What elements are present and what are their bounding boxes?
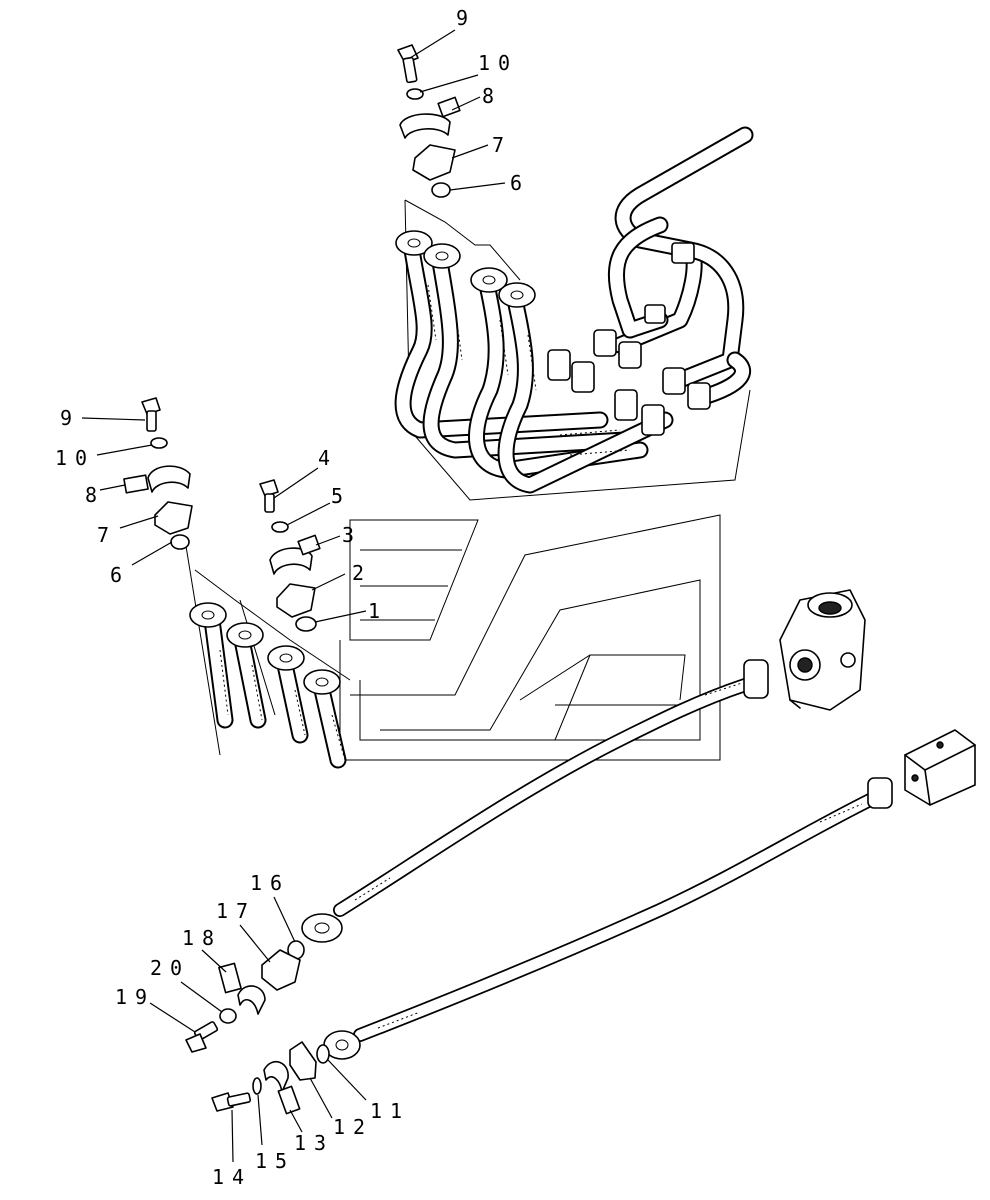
valve-block <box>904 729 976 806</box>
callout-labels: 9 10 8 7 6 9 10 8 7 6 4 5 3 2 1 16 17 18… <box>55 6 530 1189</box>
callout-13: 13 <box>294 1131 334 1155</box>
callout-9-top: 9 <box>456 6 476 30</box>
bolt-9-top <box>397 44 419 84</box>
split-flange-7-left <box>154 501 193 535</box>
callout-19: 19 <box>115 985 155 1009</box>
bolt-9-left <box>141 397 161 432</box>
leader-lines <box>81 29 506 1163</box>
hose-flange-head <box>395 230 536 308</box>
clamp-half-8-top <box>399 96 461 139</box>
callout-10-top: 10 <box>478 51 518 75</box>
callout-7-left: 7 <box>97 523 117 547</box>
split-flange-17 <box>261 949 301 991</box>
washer-5 <box>271 521 289 533</box>
middle-flange-fittings <box>259 479 321 632</box>
bolt-4 <box>259 479 279 513</box>
callout-7-top: 7 <box>492 133 512 157</box>
callout-18: 18 <box>182 926 222 950</box>
callout-12: 12 <box>333 1115 373 1139</box>
o-ring-6-top <box>431 182 451 198</box>
callout-20: 20 <box>150 956 190 980</box>
control-valve-body <box>779 589 866 711</box>
callout-17: 17 <box>216 899 256 923</box>
clamp-half-3 <box>269 534 321 575</box>
bolt-14 <box>211 1092 252 1112</box>
split-flange-12 <box>289 1041 317 1081</box>
bolt-19 <box>185 1021 219 1053</box>
callout-8-top: 8 <box>482 84 502 108</box>
split-flange-2 <box>276 583 316 618</box>
callout-6-top: 6 <box>510 171 530 195</box>
callout-2: 2 <box>352 561 372 585</box>
callout-14: 14 <box>212 1165 252 1189</box>
left-hose-group <box>184 539 351 769</box>
upper-flange-fittings <box>397 44 461 198</box>
callout-5: 5 <box>331 484 351 508</box>
callout-9-left: 9 <box>60 406 80 430</box>
washer-10-top <box>406 88 424 100</box>
washer-20 <box>219 1008 237 1024</box>
callout-3: 3 <box>342 523 362 547</box>
o-ring-11 <box>316 1044 330 1064</box>
callout-6-left: 6 <box>110 563 130 587</box>
o-ring-1 <box>295 616 317 632</box>
washer-10-left <box>150 437 168 449</box>
callout-16: 16 <box>250 871 290 895</box>
callout-10-left: 10 <box>55 446 95 470</box>
lower-fittings-b <box>211 1041 330 1115</box>
callout-15: 15 <box>255 1149 295 1173</box>
callout-1: 1 <box>368 599 388 623</box>
left-flange-fittings <box>123 397 193 550</box>
split-flange-7-top <box>412 144 456 181</box>
callout-4: 4 <box>318 446 338 470</box>
lower-fittings-a <box>185 940 305 1053</box>
washer-15 <box>252 1077 262 1095</box>
lower-long-hoses <box>301 659 893 1060</box>
o-ring-6-left <box>170 534 190 550</box>
callout-8-left: 8 <box>85 483 105 507</box>
callout-11: 11 <box>370 1099 410 1123</box>
clamp-half-13 <box>263 1060 301 1115</box>
clamp-half-18 <box>218 962 266 1015</box>
clamp-half-8-left <box>123 465 191 494</box>
upper-hose-group <box>394 126 754 494</box>
